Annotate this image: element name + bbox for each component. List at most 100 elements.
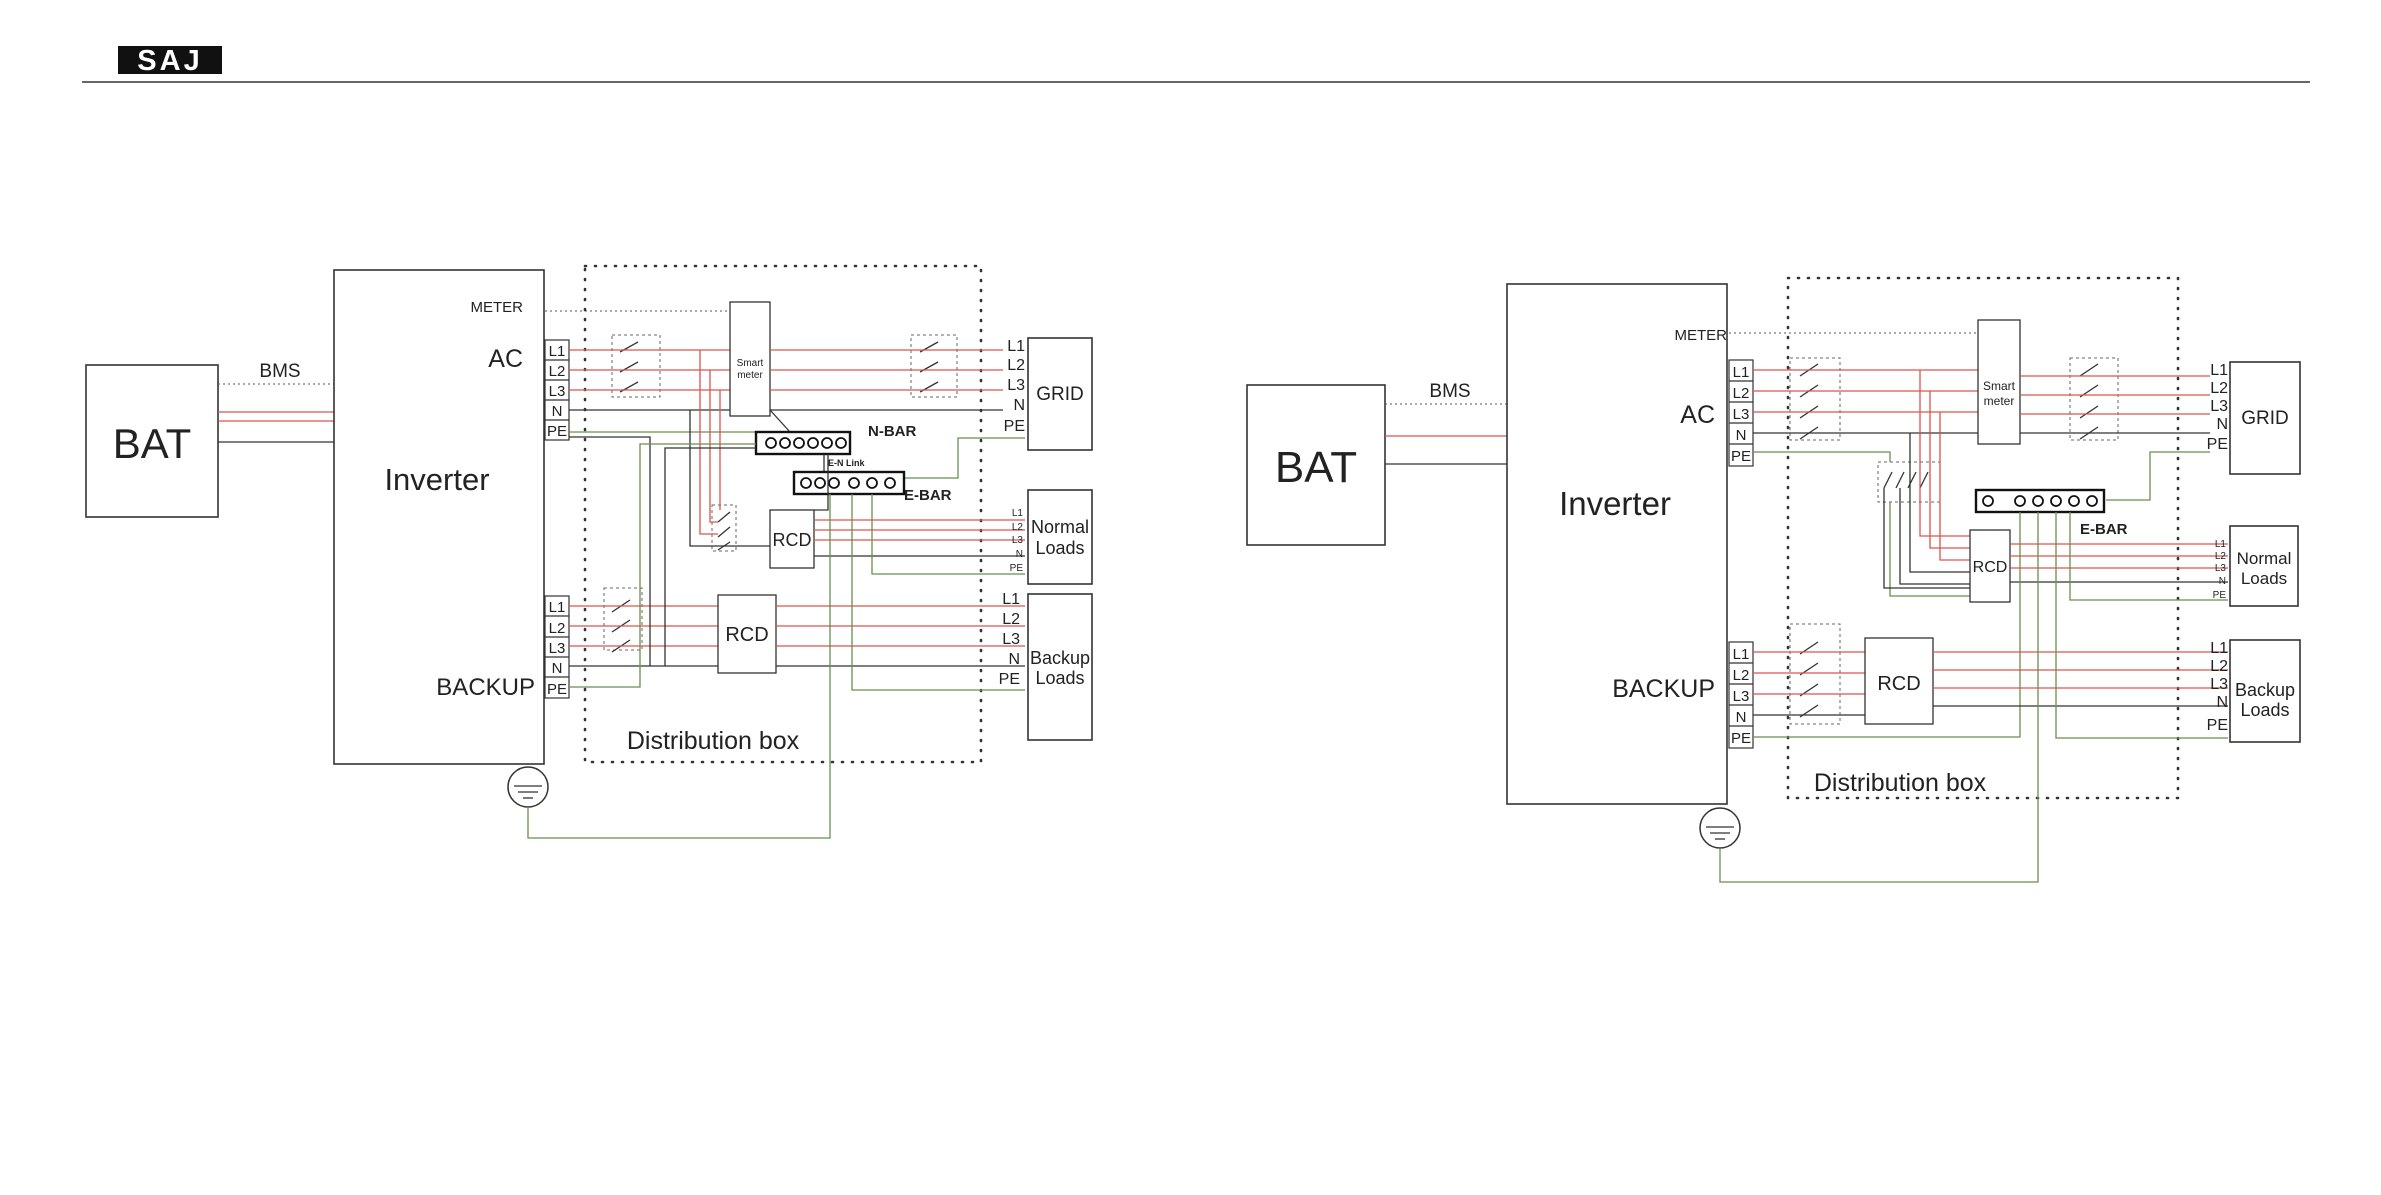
e-bar-label: E-BAR	[2080, 521, 2128, 538]
normal-load-terminal-labels: L1 L2 L3 N PE	[1010, 508, 1024, 574]
saj-logo: SAJ	[118, 45, 222, 77]
svg-text:L3: L3	[1012, 535, 1024, 546]
ground-icon	[507, 766, 549, 808]
svg-text:Smart: Smart	[1983, 379, 2016, 393]
rcd-normal-label: RCD	[1973, 559, 2008, 576]
svg-text:L1: L1	[2210, 362, 2228, 379]
svg-text:N: N	[552, 660, 563, 677]
svg-text:L2: L2	[2215, 551, 2227, 562]
svg-text:L3: L3	[1002, 631, 1020, 648]
grid-box	[1027, 337, 1093, 451]
smart-meter	[1977, 319, 2021, 445]
e-bar-label: E-BAR	[904, 487, 952, 504]
svg-text:N: N	[2216, 416, 2228, 433]
svg-text:Normal: Normal	[2237, 549, 2292, 568]
svg-text:meter: meter	[737, 370, 763, 381]
svg-text:PE: PE	[1010, 563, 1024, 574]
distribution-box-frame	[1786, 276, 2180, 800]
svg-text:PE: PE	[2207, 717, 2228, 734]
rcd-normal-label: RCD	[773, 530, 812, 550]
bms-label: BMS	[1429, 381, 1470, 402]
backup-label: BACKUP	[1612, 675, 1715, 703]
backup-terminals: L1 L2 L3 N PE	[544, 595, 570, 699]
svg-text:PE: PE	[1731, 448, 1751, 465]
logo-text: SAJ	[137, 45, 202, 77]
ac-terminals: L1 L2 L3 N PE	[1728, 359, 1754, 467]
svg-text:Backup: Backup	[2235, 680, 2295, 700]
battery-box	[85, 364, 219, 518]
svg-text:N: N	[1013, 397, 1025, 414]
backup-load-terminal-labels: L1 L2 L3 N PE	[999, 591, 1020, 688]
svg-text:L1: L1	[2215, 539, 2227, 550]
svg-text:L2: L2	[549, 363, 566, 380]
inverter-box	[333, 269, 545, 765]
svg-text:N: N	[1016, 549, 1023, 560]
svg-text:L3: L3	[2210, 676, 2228, 693]
inverter-label: Inverter	[384, 462, 489, 497]
rcd-backup-label: RCD	[725, 624, 768, 646]
distribution-box-label: Distribution box	[1814, 769, 1987, 797]
svg-text:N: N	[2216, 694, 2228, 711]
diagram-2: BAT BMS Inverter METER AC BACKUP L1 L2 L…	[1246, 276, 2301, 883]
svg-text:Smart: Smart	[737, 358, 764, 369]
svg-text:L2: L2	[2210, 380, 2228, 397]
svg-text:Loads: Loads	[1035, 538, 1084, 558]
svg-text:L3: L3	[1733, 406, 1750, 423]
inverter-label: Inverter	[1559, 485, 1671, 522]
meter-label: METER	[1675, 327, 1728, 344]
svg-text:L1: L1	[1007, 338, 1025, 355]
inverter-box	[1506, 283, 1728, 805]
svg-text:N: N	[1736, 427, 1747, 444]
meter-label: METER	[471, 299, 524, 316]
svg-text:Loads: Loads	[2240, 700, 2289, 720]
svg-text:L2: L2	[2210, 658, 2228, 675]
battery-label: BAT	[113, 420, 192, 467]
svg-text:PE: PE	[999, 671, 1020, 688]
rcd-backup-label: RCD	[1877, 673, 1920, 695]
ac-label: AC	[488, 345, 523, 373]
normal-loads-box	[1027, 489, 1093, 585]
rcd-normal	[1969, 529, 2011, 603]
en-link-label: E-N Link	[828, 458, 865, 468]
svg-text:L1: L1	[2210, 640, 2228, 657]
svg-text:L3: L3	[1007, 377, 1025, 394]
svg-text:N: N	[1736, 709, 1747, 726]
svg-text:Loads: Loads	[2241, 569, 2287, 588]
rcd-normal	[769, 509, 815, 569]
svg-text:L2: L2	[1012, 522, 1024, 533]
ac-terminals: L1 L2 L3 N PE	[544, 339, 570, 441]
svg-text:N: N	[552, 403, 563, 420]
svg-text:L1: L1	[549, 599, 566, 616]
svg-text:L2: L2	[549, 620, 566, 637]
grid-terminal-labels: L1 L2 L3 N PE	[1004, 338, 1025, 435]
rcd-backup	[717, 594, 777, 674]
svg-text:PE: PE	[1004, 418, 1025, 435]
distribution-box-frame	[583, 264, 983, 764]
backup-terminals: L1 L2 L3 N PE	[1728, 641, 1754, 749]
svg-text:L2: L2	[1733, 667, 1750, 684]
svg-text:L2: L2	[1007, 357, 1025, 374]
svg-text:PE: PE	[2207, 436, 2228, 453]
svg-text:N: N	[2219, 576, 2226, 587]
normal-loads-box	[2229, 525, 2299, 607]
ground-icon	[1699, 807, 1741, 849]
grid-label: GRID	[1036, 384, 1084, 405]
battery-label: BAT	[1275, 443, 1357, 492]
backup-loads-box	[2229, 639, 2301, 743]
grid-terminal-labels: L1 L2 L3 N PE	[2207, 362, 2228, 453]
svg-text:Loads: Loads	[1035, 668, 1084, 688]
svg-text:L1: L1	[1733, 646, 1750, 663]
svg-text:N: N	[1008, 651, 1020, 668]
battery-box	[1246, 384, 1386, 546]
backup-load-terminal-labels: L1 L2 L3 N PE	[2207, 640, 2228, 734]
ac-label: AC	[1680, 401, 1715, 429]
svg-text:L2: L2	[1733, 385, 1750, 402]
smart-meter	[729, 301, 771, 417]
svg-text:meter: meter	[1984, 394, 2015, 408]
grid-label: GRID	[2241, 408, 2289, 429]
svg-text:PE: PE	[2213, 590, 2227, 601]
backup-loads-box	[1027, 593, 1093, 741]
normal-load-terminal-labels: L1 L2 L3 N PE	[2213, 539, 2227, 601]
